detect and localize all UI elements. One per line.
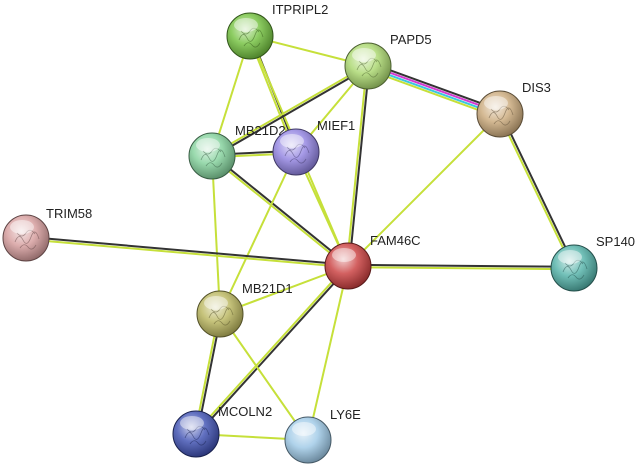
edge-fam46c-mcoln2[interactable] xyxy=(194,264,350,436)
protein-structure-icon xyxy=(488,105,514,126)
node-label-itpripl2: ITPRIPL2 xyxy=(272,2,328,17)
edge-dis3-fam46c[interactable] xyxy=(347,113,501,267)
edge-line-textmining xyxy=(365,68,500,119)
node-mief1[interactable]: MIEF1 xyxy=(272,118,355,176)
edge-line-textmining xyxy=(307,265,349,441)
node-label-sp140: SP140 xyxy=(596,234,635,249)
node-label-mb21d2: MB21D2 xyxy=(235,123,286,138)
node-sphere[interactable] xyxy=(196,290,244,338)
edge-line-textmining xyxy=(345,64,368,267)
node-itpripl2[interactable]: ITPRIPL2 xyxy=(226,2,328,60)
edge-line-coexpression xyxy=(347,263,576,268)
protein-structure-icon xyxy=(208,305,234,326)
edge-line-textmining xyxy=(347,113,501,267)
node-highlight xyxy=(234,18,258,32)
node-sp140[interactable]: SP140 xyxy=(550,234,635,292)
edge-dis3-sp140[interactable] xyxy=(497,112,577,270)
node-highlight xyxy=(558,250,582,264)
node-sphere[interactable] xyxy=(172,410,220,458)
node-papd5[interactable]: PAPD5 xyxy=(344,32,432,90)
node-sphere[interactable] xyxy=(476,90,524,138)
edge-line-coexpression xyxy=(368,61,503,112)
edge-mb21d2-mb21d1[interactable] xyxy=(211,155,221,315)
edge-line-coexpression xyxy=(500,112,577,269)
node-fam46c[interactable]: FAM46C xyxy=(324,233,421,290)
edge-line-textmining xyxy=(24,238,349,269)
node-mb21d1[interactable]: MB21D1 xyxy=(196,281,293,338)
protein-structure-icon xyxy=(356,57,382,78)
node-sphere[interactable] xyxy=(284,416,332,464)
node-trim58[interactable]: TRIM58 xyxy=(2,206,92,262)
protein-structure-icon xyxy=(184,425,210,446)
edge-line-textmining xyxy=(194,264,349,435)
edge-line-textmining xyxy=(219,313,309,441)
node-mcoln2[interactable]: MCOLN2 xyxy=(172,404,272,458)
edge-trim58-fam46c[interactable] xyxy=(24,235,350,269)
protein-structure-icon xyxy=(284,143,310,164)
node-highlight xyxy=(10,220,34,234)
node-highlight xyxy=(180,416,204,430)
edge-line-textmining xyxy=(210,63,369,156)
node-sphere[interactable] xyxy=(550,244,598,292)
protein-structure-icon xyxy=(200,147,226,168)
edge-line-coexpression xyxy=(211,154,350,267)
node-highlight xyxy=(332,248,356,262)
node-label-mb21d1: MB21D1 xyxy=(242,281,293,296)
edge-mb21d1-ly6e[interactable] xyxy=(219,313,309,441)
node-highlight xyxy=(204,296,228,310)
node-dis3[interactable]: DIS3 xyxy=(476,80,551,138)
node-ly6e[interactable]: LY6E xyxy=(284,407,361,464)
node-highlight xyxy=(352,48,376,62)
edge-fam46c-ly6e[interactable] xyxy=(307,265,349,441)
node-label-fam46c: FAM46C xyxy=(370,233,421,248)
node-mb21d2[interactable]: MB21D2 xyxy=(188,123,286,180)
edge-mief1-mb21d1[interactable] xyxy=(219,151,297,315)
edge-line-textmining xyxy=(346,266,575,271)
edge-line-coexpression xyxy=(348,65,371,268)
node-label-papd5: PAPD5 xyxy=(390,32,432,47)
node-label-mcoln2: MCOLN2 xyxy=(218,404,272,419)
edge-line-textmining xyxy=(497,113,574,270)
edge-mb21d2-fam46c[interactable] xyxy=(210,154,350,268)
node-highlight xyxy=(280,134,304,148)
node-highlight xyxy=(196,138,220,152)
edge-line-textmining xyxy=(210,155,349,268)
node-highlight xyxy=(484,96,508,110)
node-label-trim58: TRIM58 xyxy=(46,206,92,221)
edge-papd5-mb21d2[interactable] xyxy=(210,63,370,159)
edge-line-coexpression xyxy=(25,235,350,266)
node-highlight xyxy=(292,422,316,436)
node-label-mief1: MIEF1 xyxy=(317,118,355,133)
edge-line-textmining xyxy=(211,155,221,315)
edge-papd5-fam46c[interactable] xyxy=(345,64,371,268)
node-sphere[interactable] xyxy=(188,132,236,180)
node-sphere[interactable] xyxy=(344,42,392,90)
protein-structure-icon xyxy=(14,229,40,250)
node-sphere[interactable] xyxy=(324,242,372,290)
edge-line-coexpression xyxy=(211,66,370,159)
node-sphere[interactable] xyxy=(272,128,320,176)
node-label-dis3: DIS3 xyxy=(522,80,551,95)
edge-fam46c-sp140[interactable] xyxy=(346,263,576,271)
protein-structure-icon xyxy=(562,259,588,280)
node-sphere[interactable] xyxy=(226,12,274,60)
node-label-ly6e: LY6E xyxy=(330,407,361,422)
node-sphere[interactable] xyxy=(2,214,50,262)
edge-line-coexpression xyxy=(195,265,350,436)
edge-line-textmining xyxy=(219,151,297,315)
protein-structure-icon xyxy=(238,27,264,48)
